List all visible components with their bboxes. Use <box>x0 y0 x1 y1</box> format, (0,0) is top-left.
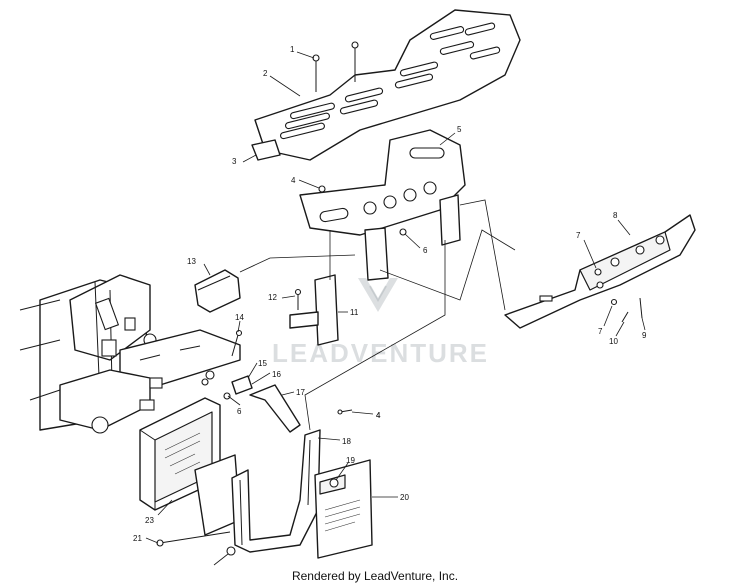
callout-23: 23 <box>145 516 154 525</box>
part-5-rack-support <box>299 129 466 281</box>
callout-6b: 6 <box>237 407 242 416</box>
part-17-link <box>249 384 301 433</box>
callout-14: 14 <box>235 313 244 322</box>
callout-20: 20 <box>400 493 409 502</box>
callout-22: 22 <box>207 567 216 568</box>
callout-4b: 4 <box>376 411 381 420</box>
part-20-mud-flap <box>314 459 373 559</box>
part-18-u-frame <box>231 429 321 553</box>
callout-6: 6 <box>423 246 428 255</box>
callout-5: 5 <box>457 125 462 134</box>
callout-11: 11 <box>350 308 359 317</box>
callout-15: 15 <box>258 359 267 368</box>
callout-4: 4 <box>291 176 296 185</box>
part-13-reflector <box>194 269 241 313</box>
callout-10: 10 <box>609 337 618 346</box>
callout-7b: 7 <box>598 327 603 336</box>
callout-21: 21 <box>133 534 142 543</box>
watermark-text: LEADVENTURE <box>272 338 489 368</box>
callout-13: 13 <box>187 257 196 266</box>
callout-8: 8 <box>613 211 618 220</box>
callout-17: 17 <box>296 388 305 397</box>
callout-7: 7 <box>576 231 581 240</box>
callout-leaders <box>145 51 646 566</box>
callout-18: 18 <box>342 437 351 446</box>
part-11-bracket <box>289 274 339 346</box>
render-credit: Rendered by LeadVenture, Inc. <box>291 569 459 583</box>
callout-2: 2 <box>263 69 268 78</box>
callout-labels: 1 2 3 4 5 4 6 7 8 13 12 11 7 10 9 14 15 … <box>133 45 647 568</box>
callout-12: 12 <box>268 293 277 302</box>
callout-16: 16 <box>272 370 281 379</box>
callout-3: 3 <box>232 157 237 166</box>
callout-4c: 4 <box>376 411 381 420</box>
callout-9: 9 <box>642 331 647 340</box>
part-2-rear-rack <box>254 9 521 161</box>
callout-1: 1 <box>290 45 295 54</box>
part-3-bracket <box>251 139 281 161</box>
leadventure-watermark: LEADVENTURE <box>272 278 489 368</box>
assembly-lines <box>239 199 516 431</box>
callout-19: 19 <box>346 456 355 465</box>
exploded-parts-diagram: LEADVENTURE <box>19 9 696 568</box>
vehicle-frame <box>19 274 241 434</box>
